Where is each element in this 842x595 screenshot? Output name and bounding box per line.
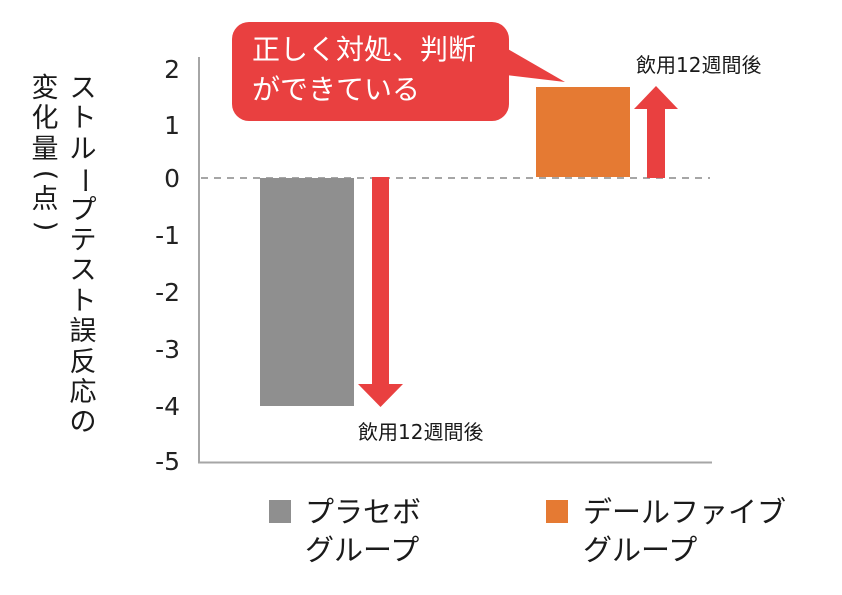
y-axis-title-column-1: ス ト ル ー プ テ ス ト 誤 反 応 の [67, 73, 99, 439]
legend-label-line: プラセボ [305, 495, 422, 529]
bar-placebo [260, 178, 354, 406]
y-axis-title-char: 応 [69, 376, 97, 408]
y-tick-label: -3 [155, 335, 180, 364]
legend-label-line: グループ [305, 533, 420, 567]
y-axis-title-column-2: 変 化 量 ( 点 ) [29, 73, 61, 236]
arrow-up-icon [634, 86, 678, 178]
annotation-dale-five: 飲用12週間後 [636, 53, 762, 77]
y-axis-title-char: の [69, 407, 97, 439]
legend-label-line: デールファイブ [583, 495, 787, 529]
bar-dale-five [536, 87, 630, 177]
legend-label-dale-five: デールファイブ グループ [583, 493, 786, 569]
y-tick-label: -4 [155, 392, 180, 421]
y-tick-label: 1 [164, 111, 180, 140]
y-tick-label: -5 [155, 447, 180, 476]
y-axis-title-char: 点 [31, 184, 59, 216]
y-axis-title-char: 化 [31, 103, 59, 135]
y-axis-title-char: ス [69, 73, 97, 104]
y-axis-title-char: ト [69, 285, 97, 317]
legend-swatch-placebo [269, 500, 291, 523]
y-tick-label: 2 [164, 55, 180, 84]
y-axis-title-char: プ [69, 194, 97, 226]
y-axis-title-char: ス [69, 255, 97, 287]
callout-line-1: 正しく対処、判断 [252, 33, 477, 66]
callout-text: 正しく対処、判断 ができている [252, 30, 476, 110]
legend-label-placebo: プラセボ グループ [305, 493, 421, 569]
y-tick-label: 0 [164, 164, 180, 193]
y-axis-title-char: 誤 [69, 316, 97, 348]
y-axis-title-char: テ [69, 224, 97, 256]
y-axis-title-char: ル [69, 133, 97, 165]
annotation-placebo: 飲用12週間後 [358, 420, 484, 444]
callout-bubble [232, 22, 565, 121]
y-axis-title-char: 反 [69, 346, 97, 378]
y-tick-label: -2 [155, 278, 180, 307]
y-axis-title-char: ト [69, 103, 97, 135]
y-axis-title-char: 変 [31, 73, 59, 104]
legend-label-line: グループ [583, 533, 698, 567]
legend-swatch-dale-five [546, 500, 568, 523]
y-axis-title-char: 量 [31, 133, 59, 165]
arrow-down-icon [358, 177, 403, 407]
y-tick-label: -1 [155, 221, 180, 250]
callout-line-2: ができている [252, 73, 421, 106]
